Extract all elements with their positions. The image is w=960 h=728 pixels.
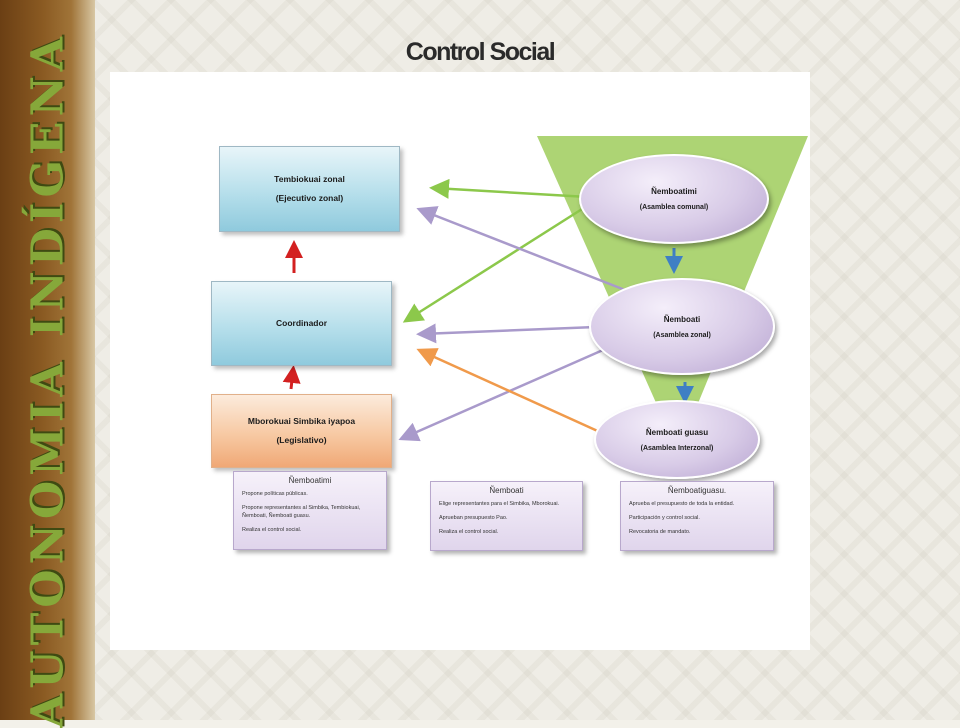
note-nemboati-item: Aprueban presupuesto Pao.: [439, 514, 508, 521]
coordinador-box: Coordinador: [211, 281, 392, 366]
note-guasu-item: Revocatoria de mandato.: [629, 528, 691, 535]
note-nemboatimi-item: Propone representantes al Simbika, Tembi…: [242, 504, 361, 519]
note-guasu-item: Aprueba el presupuesto de toda la entida…: [629, 501, 735, 507]
note-guasu-item: Participación y control social.: [629, 514, 700, 521]
note-nemboatimi-title: Ñemboatimi: [288, 476, 332, 485]
arrow-mborokuai-to-coordinador: [282, 365, 301, 390]
mborokuai-sublabel: (Legislativo): [276, 435, 327, 445]
note-guasu-title: Ñemboatiguasu.: [667, 486, 727, 495]
arrow-nemboatimi-to-tembiokuai: [429, 178, 589, 199]
arrow-nemboati-to-coordinador: [416, 323, 597, 344]
note-nemboati-title: Ñemboati: [489, 486, 524, 495]
note-nemboatimi-item: Realiza el control social.: [242, 526, 302, 533]
tembiokuai-label: Tembiokuai zonal: [274, 174, 345, 185]
arrow-guasu-to-coordinador: [416, 348, 603, 435]
note-nemboatimi: Ñemboatimi Propone políticas públicas. P…: [233, 471, 387, 550]
tembiokuai-sublabel: (Ejecutivo zonal): [275, 193, 344, 203]
guasu-label: Ñemboati guasu: [645, 427, 709, 437]
nemboatimi-sublabel: (Asamblea comunal): [639, 204, 709, 211]
guasu-sublabel: (Asamblea Interzonal): [640, 444, 714, 452]
nemboatimi-label: Ñemboatimi: [651, 187, 697, 196]
nemboatimi-ellipse: Ñemboatimi (Asamblea comunal): [579, 154, 769, 244]
sidebar-band: AUTONOMIA INDÍGENA: [0, 0, 95, 728]
tembiokuai-box: Tembiokuai zonal (Ejecutivo zonal): [219, 146, 400, 232]
nemboati-ellipse: Ñemboati (Asamblea zonal): [589, 278, 775, 375]
arrow-nemboati-to-tembiokuai: [416, 206, 626, 292]
mborokuai-label: Mborokuai Simbika iyapoa: [247, 416, 356, 427]
coordinador-label: Coordinador: [276, 318, 327, 329]
slide-title: Control Social: [405, 38, 556, 66]
mborokuai-box: Mborokuai Simbika iyapoa (Legislativo): [211, 394, 392, 468]
note-nemboati-item: Realiza el control social.: [439, 528, 499, 535]
nemboati-sublabel: (Asamblea zonal): [653, 331, 711, 339]
note-nemboati-item: Elige representantes para el Simbika, Mb…: [439, 501, 560, 507]
arrow-nemboati-to-mborokuai: [398, 348, 604, 442]
note-nemboati: Ñemboati Elige representantes para el Si…: [430, 481, 583, 551]
note-guasu: Ñemboatiguasu. Aprueba el presupuesto de…: [620, 481, 774, 551]
nemboati-label: Ñemboati: [663, 314, 701, 324]
arrow-nemboatimi-to-coordinador: [402, 202, 591, 323]
note-nemboatimi-item: Propone políticas públicas.: [242, 491, 308, 497]
guasu-ellipse: Ñemboati guasu (Asamblea Interzonal): [594, 400, 760, 479]
